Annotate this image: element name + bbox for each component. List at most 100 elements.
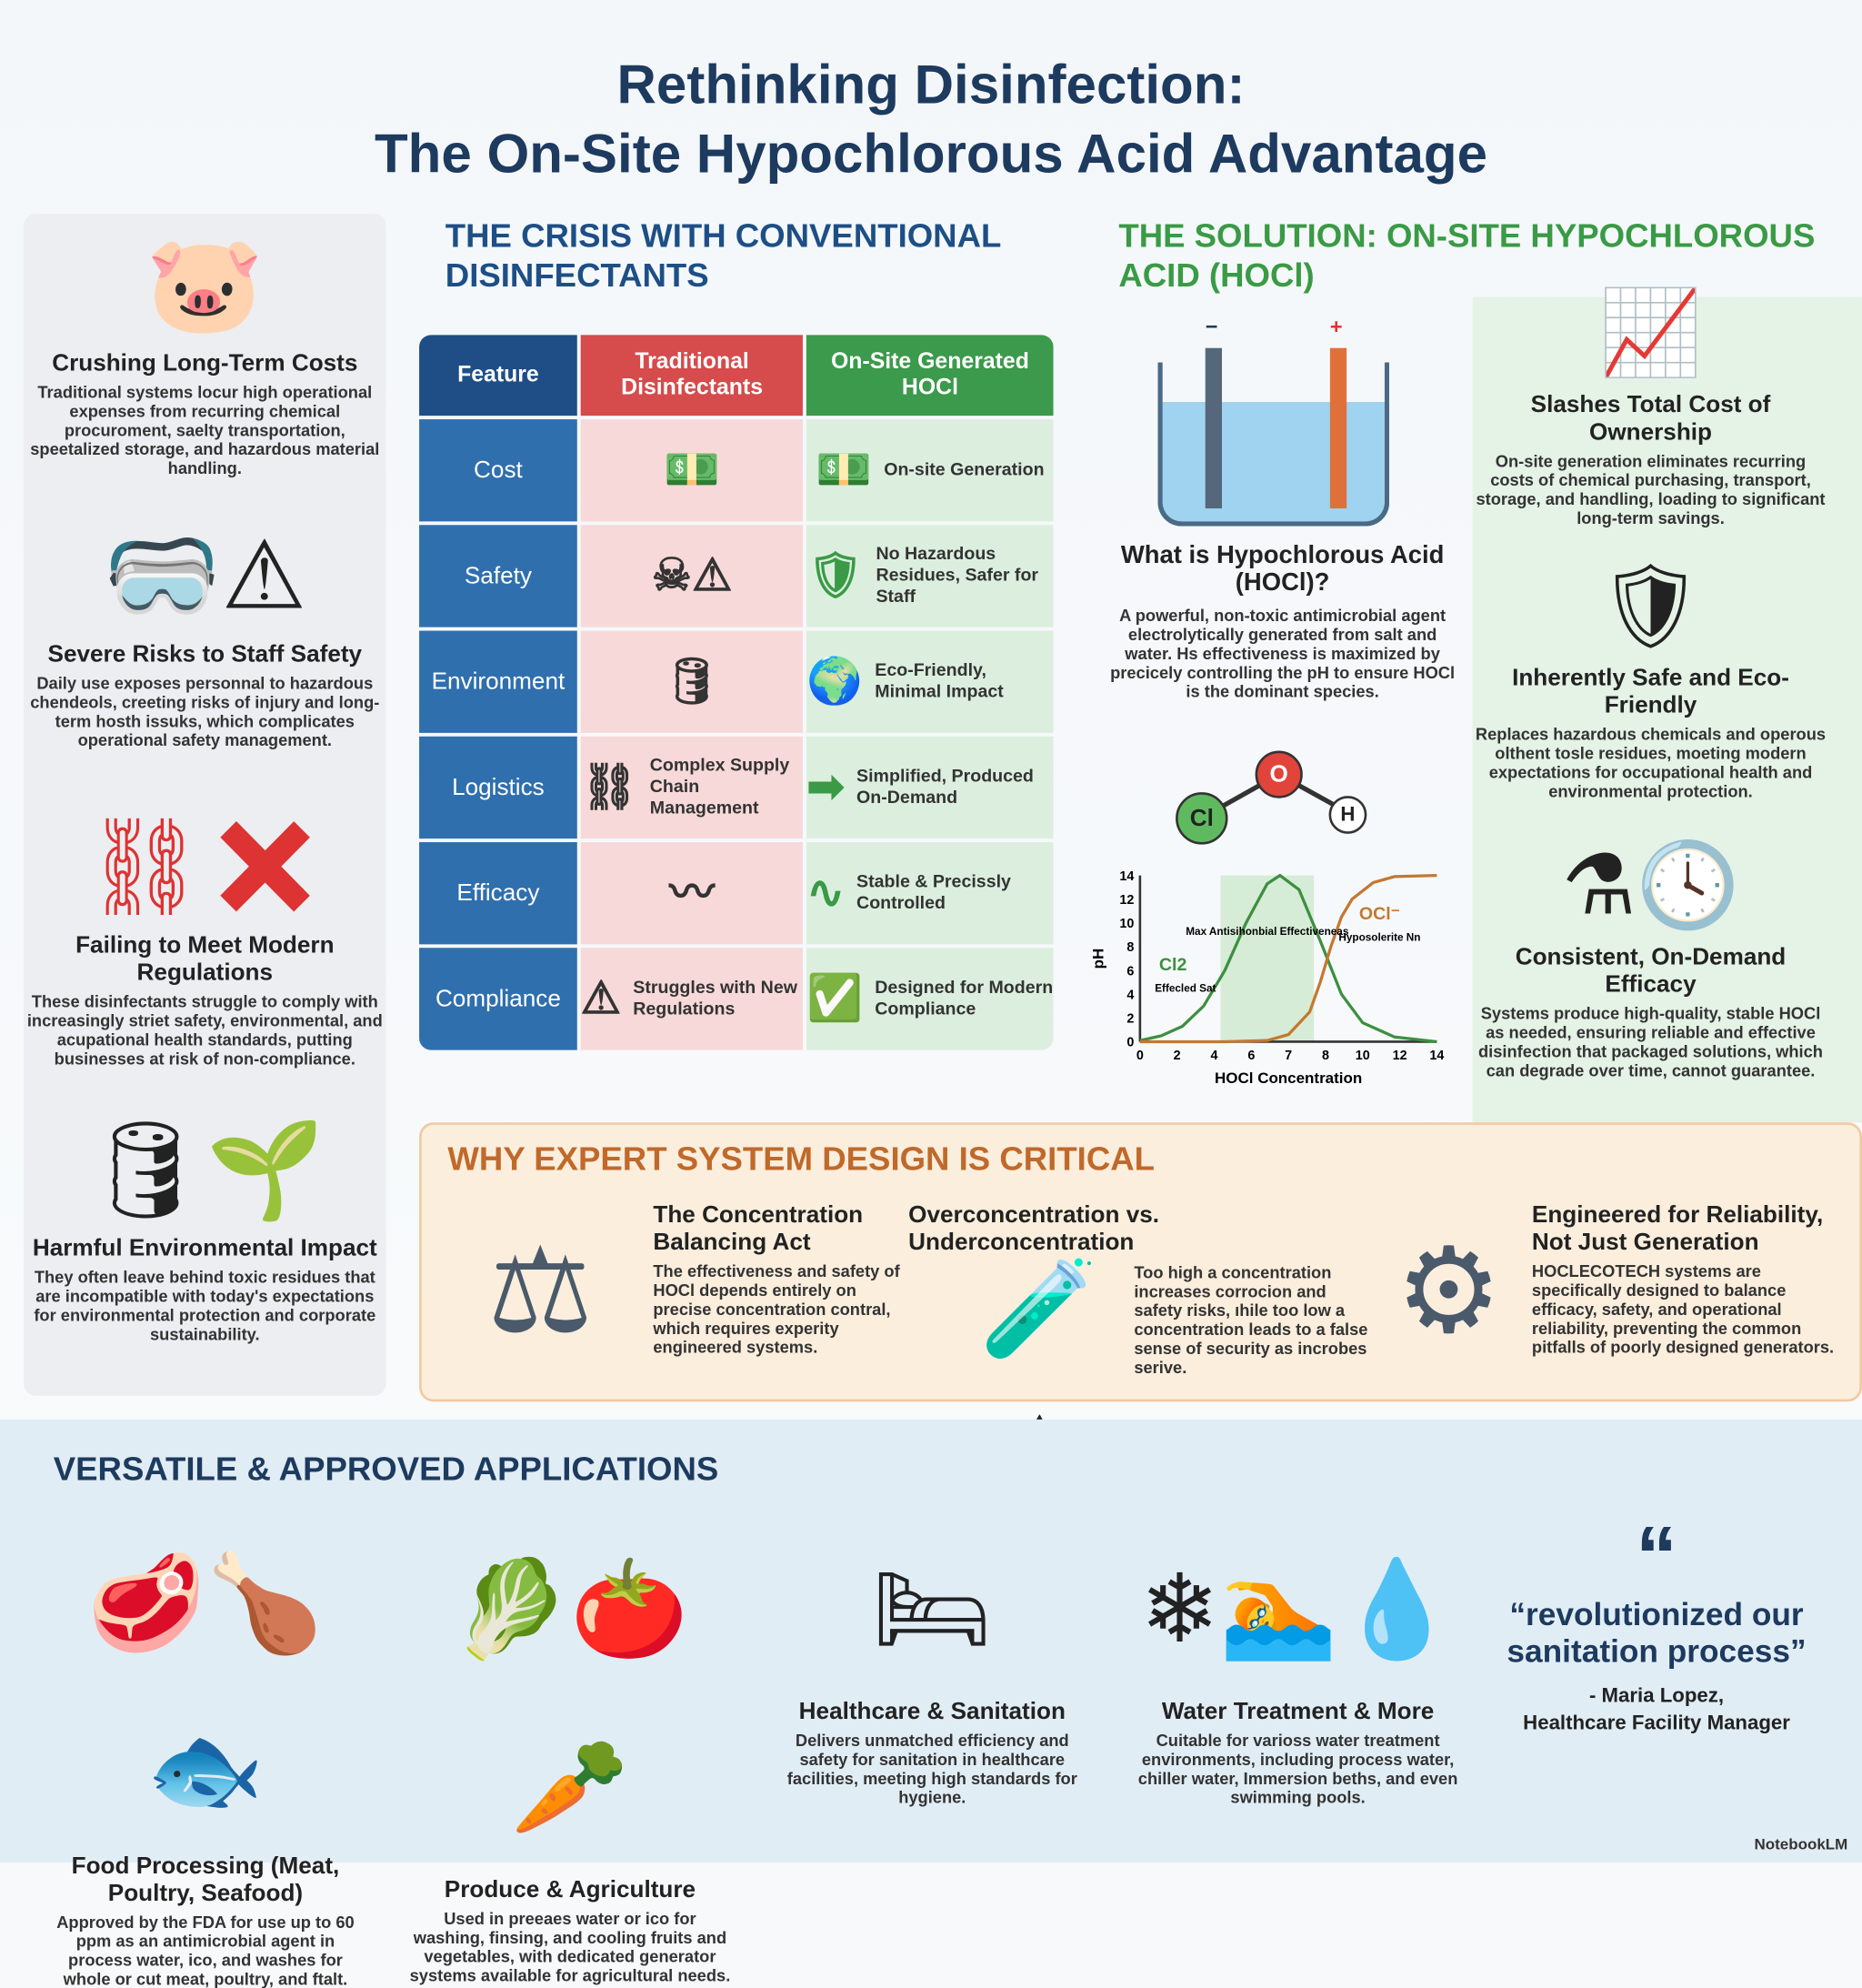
what-is-hocl: What is Hypochlorous Acid (HOCl)? A powe… <box>1105 542 1461 701</box>
conveyor-food-icon: 🥩🍗🐟 <box>86 1550 325 1822</box>
flask-clock-icon: ⚗🕓 <box>1561 838 1740 931</box>
x-tick-label: 4 <box>1211 1049 1218 1063</box>
left-item-text: Traditional systems locur high operation… <box>30 382 380 478</box>
spilled-barrel-icon: 🛢🌱 <box>85 1116 325 1222</box>
hocl-text: Stable & Precissly Controlled <box>856 871 1011 914</box>
max-effect-label: Max Antisihonbial Effectiveneas <box>1186 926 1349 938</box>
cash-icon: 💵 <box>816 445 873 496</box>
traditional-cell: ⛓Complex Supply Chain Management <box>580 736 804 839</box>
x-tick-label: 0 <box>1136 1049 1144 1063</box>
x-axis-label: HOCl Concentration <box>1215 1069 1362 1087</box>
piggy-bank-coins-icon: 🐷 <box>145 231 265 337</box>
series-line-1 <box>1139 873 1437 1044</box>
testimonial: “ “revolutionized our sanitation process… <box>1490 1510 1823 1737</box>
cl2-sub-label: Effecled Sat <box>1155 983 1216 995</box>
quote-text: “revolutionized our sanitation process” <box>1507 1596 1807 1670</box>
app-text: Used in preeaes water or ico for washing… <box>409 1908 731 1985</box>
left-item-text: They often leave behind toxic residues t… <box>34 1267 376 1344</box>
right-item-title: Slashes Total Cost of Ownership <box>1530 392 1771 446</box>
left-item-safety: 🥽⚠ Severe Risks to Staff Safety Daily us… <box>24 511 385 750</box>
header-traditional: Traditional Disinfectants <box>580 335 804 417</box>
app-healthcare: 🛏 Healthcare & Sanitation Delivers unmat… <box>772 1521 1093 1807</box>
skull-warning-icon: ☠⚠ <box>651 551 733 601</box>
hocl-cell: 🌍Eco-Friendly, Minimal Impact <box>806 630 1054 733</box>
app-water: ❄🏊💧 Water Treatment & More Cuitable for … <box>1137 1521 1458 1807</box>
what-text: A powerful, non-toxic antimicrobial agen… <box>1110 606 1456 701</box>
why-item-balance: The Concentration Balancing Act The effe… <box>653 1202 902 1357</box>
app-food: 🥩🍗🐟 Food Processing (Meat, Poultry, Seaf… <box>45 1521 366 1988</box>
y-tick-label: 10 <box>1119 917 1134 931</box>
title-line-1: Rethinking Disinfection: <box>616 53 1246 115</box>
growth-coins-icon: 📈 <box>1598 286 1703 379</box>
left-item-title: Severe Risks to Staff Safety <box>47 641 363 668</box>
ocl-label: OCl⁻ <box>1359 904 1400 924</box>
what-title: What is Hypochlorous Acid (HOCl)? <box>1120 541 1445 597</box>
app-text: Cuitable for varioss water treatment env… <box>1137 1731 1458 1807</box>
quote-author: - Maria Lopez, <box>1588 1684 1725 1707</box>
hocl-cell: ➡Simplified, Produced On-Demand <box>806 736 1054 839</box>
traditional-cell: 🛢 <box>580 630 804 733</box>
app-title: Healthcare & Sanitation <box>798 1698 1066 1725</box>
why-item-text: The effectiveness and safety of HOCl dep… <box>653 1261 900 1357</box>
hocl-text: Simplified, Produced On-Demand <box>856 766 1034 808</box>
left-item-regulations: ⛓✖ Failing to Meet Modern Regulations Th… <box>24 802 385 1069</box>
barrel-waste-icon: 🛢 <box>663 657 721 708</box>
table-row: Compliance ⚠Struggles with New Regulatio… <box>419 948 1054 1050</box>
left-item-text: Daily use exposes personnal to hazardous… <box>30 673 380 750</box>
network-icon: ⛓ <box>580 762 638 813</box>
why-panel: WHY EXPERT SYSTEM DESIGN IS CRITICAL ⚖ T… <box>419 1122 1862 1646</box>
x-tick-label: 2 <box>1174 1049 1181 1063</box>
right-item-title: Inherently Safe and Eco-Friendly <box>1512 665 1789 719</box>
feature-cell: Environment <box>419 630 577 733</box>
electrode-plus: + <box>1329 315 1343 339</box>
header-hocl: On-Site Generated HOCl <box>806 335 1054 417</box>
series-line-0 <box>1139 873 1437 1044</box>
hocl-molecule: Cl O H <box>1170 748 1378 845</box>
hand-shield-leaf-icon: 🛡 <box>1597 559 1704 653</box>
electrolysis-beaker-icon: − + <box>1157 315 1390 528</box>
feature-cell: Compliance <box>419 948 577 1050</box>
right-panel <box>1472 296 1862 1123</box>
y-tick-label: 2 <box>1126 1012 1134 1027</box>
traditional-cell: ☠⚠ <box>580 525 804 628</box>
header-feature: Feature <box>419 335 577 417</box>
left-panel <box>24 214 386 1396</box>
electrode-minus: − <box>1205 315 1218 339</box>
stable-wave-icon: ∿ <box>806 868 845 919</box>
title-line-2: The On-Site Hypochlorous Acid Advantage <box>374 122 1487 185</box>
feature-cell: Cost <box>419 419 577 522</box>
cash-stack-icon: 💵 <box>664 445 720 496</box>
x-tick-label: 7 <box>1285 1049 1292 1063</box>
applications-heading: VERSATILE & APPROVED APPLICATIONS <box>53 1450 719 1488</box>
why-heading: WHY EXPERT SYSTEM DESIGN IS CRITICAL <box>447 1140 1155 1178</box>
app-title: Water Treatment & More <box>1161 1698 1435 1725</box>
shield-check-icon: 🛡 <box>806 551 865 601</box>
hocl-text: On-site Generation <box>884 459 1045 480</box>
right-item-text: Replaces hazardous chemicals and operous… <box>1475 724 1827 801</box>
warning-icon: ⚠ <box>580 974 622 1024</box>
balance-scale-icon: ⚖ <box>486 1224 594 1358</box>
why-item-text: HOCLECOTECH systems are specifically des… <box>1531 1261 1835 1357</box>
check-badge-icon: ✅ <box>806 974 864 1024</box>
x-tick-label: 12 <box>1393 1049 1407 1063</box>
x-tick-label: 14 <box>1429 1049 1444 1063</box>
broken-chain-icon: ⛓✖ <box>84 813 325 919</box>
max-effect-band <box>1220 875 1315 1042</box>
why-item-text: Too high a concentration increases corro… <box>1134 1262 1368 1377</box>
quote-role: Healthcare Facility Manager <box>1523 1712 1790 1734</box>
atom-h: H <box>1328 796 1367 834</box>
left-item-text: These disinfectants struggle to comply w… <box>26 991 383 1069</box>
table-row: Efficacy 〰 ∿Stable & Precissly Controlle… <box>419 842 1054 945</box>
x-tick-label: 6 <box>1247 1049 1255 1063</box>
y-tick-label: 8 <box>1126 940 1134 955</box>
notebooklm-brand: NotebookLM <box>1754 1834 1848 1853</box>
y-tick-label: 0 <box>1126 1036 1134 1050</box>
quote-mark-icon: “ <box>1636 1510 1677 1602</box>
app-title: Food Processing (Meat, Poultry, Seafood) <box>71 1852 340 1907</box>
feature-cell: Efficacy <box>419 842 577 945</box>
table-row: Safety ☠⚠ 🛡No Hazardous Residues, Safer … <box>419 525 1054 628</box>
traditional-cell: ⚠Struggles with New Regulations <box>580 948 804 1050</box>
y-tick-label: 4 <box>1126 988 1134 1002</box>
feature-cell: Safety <box>419 525 577 628</box>
traditional-text: Complex Supply Chain Management <box>649 755 790 818</box>
